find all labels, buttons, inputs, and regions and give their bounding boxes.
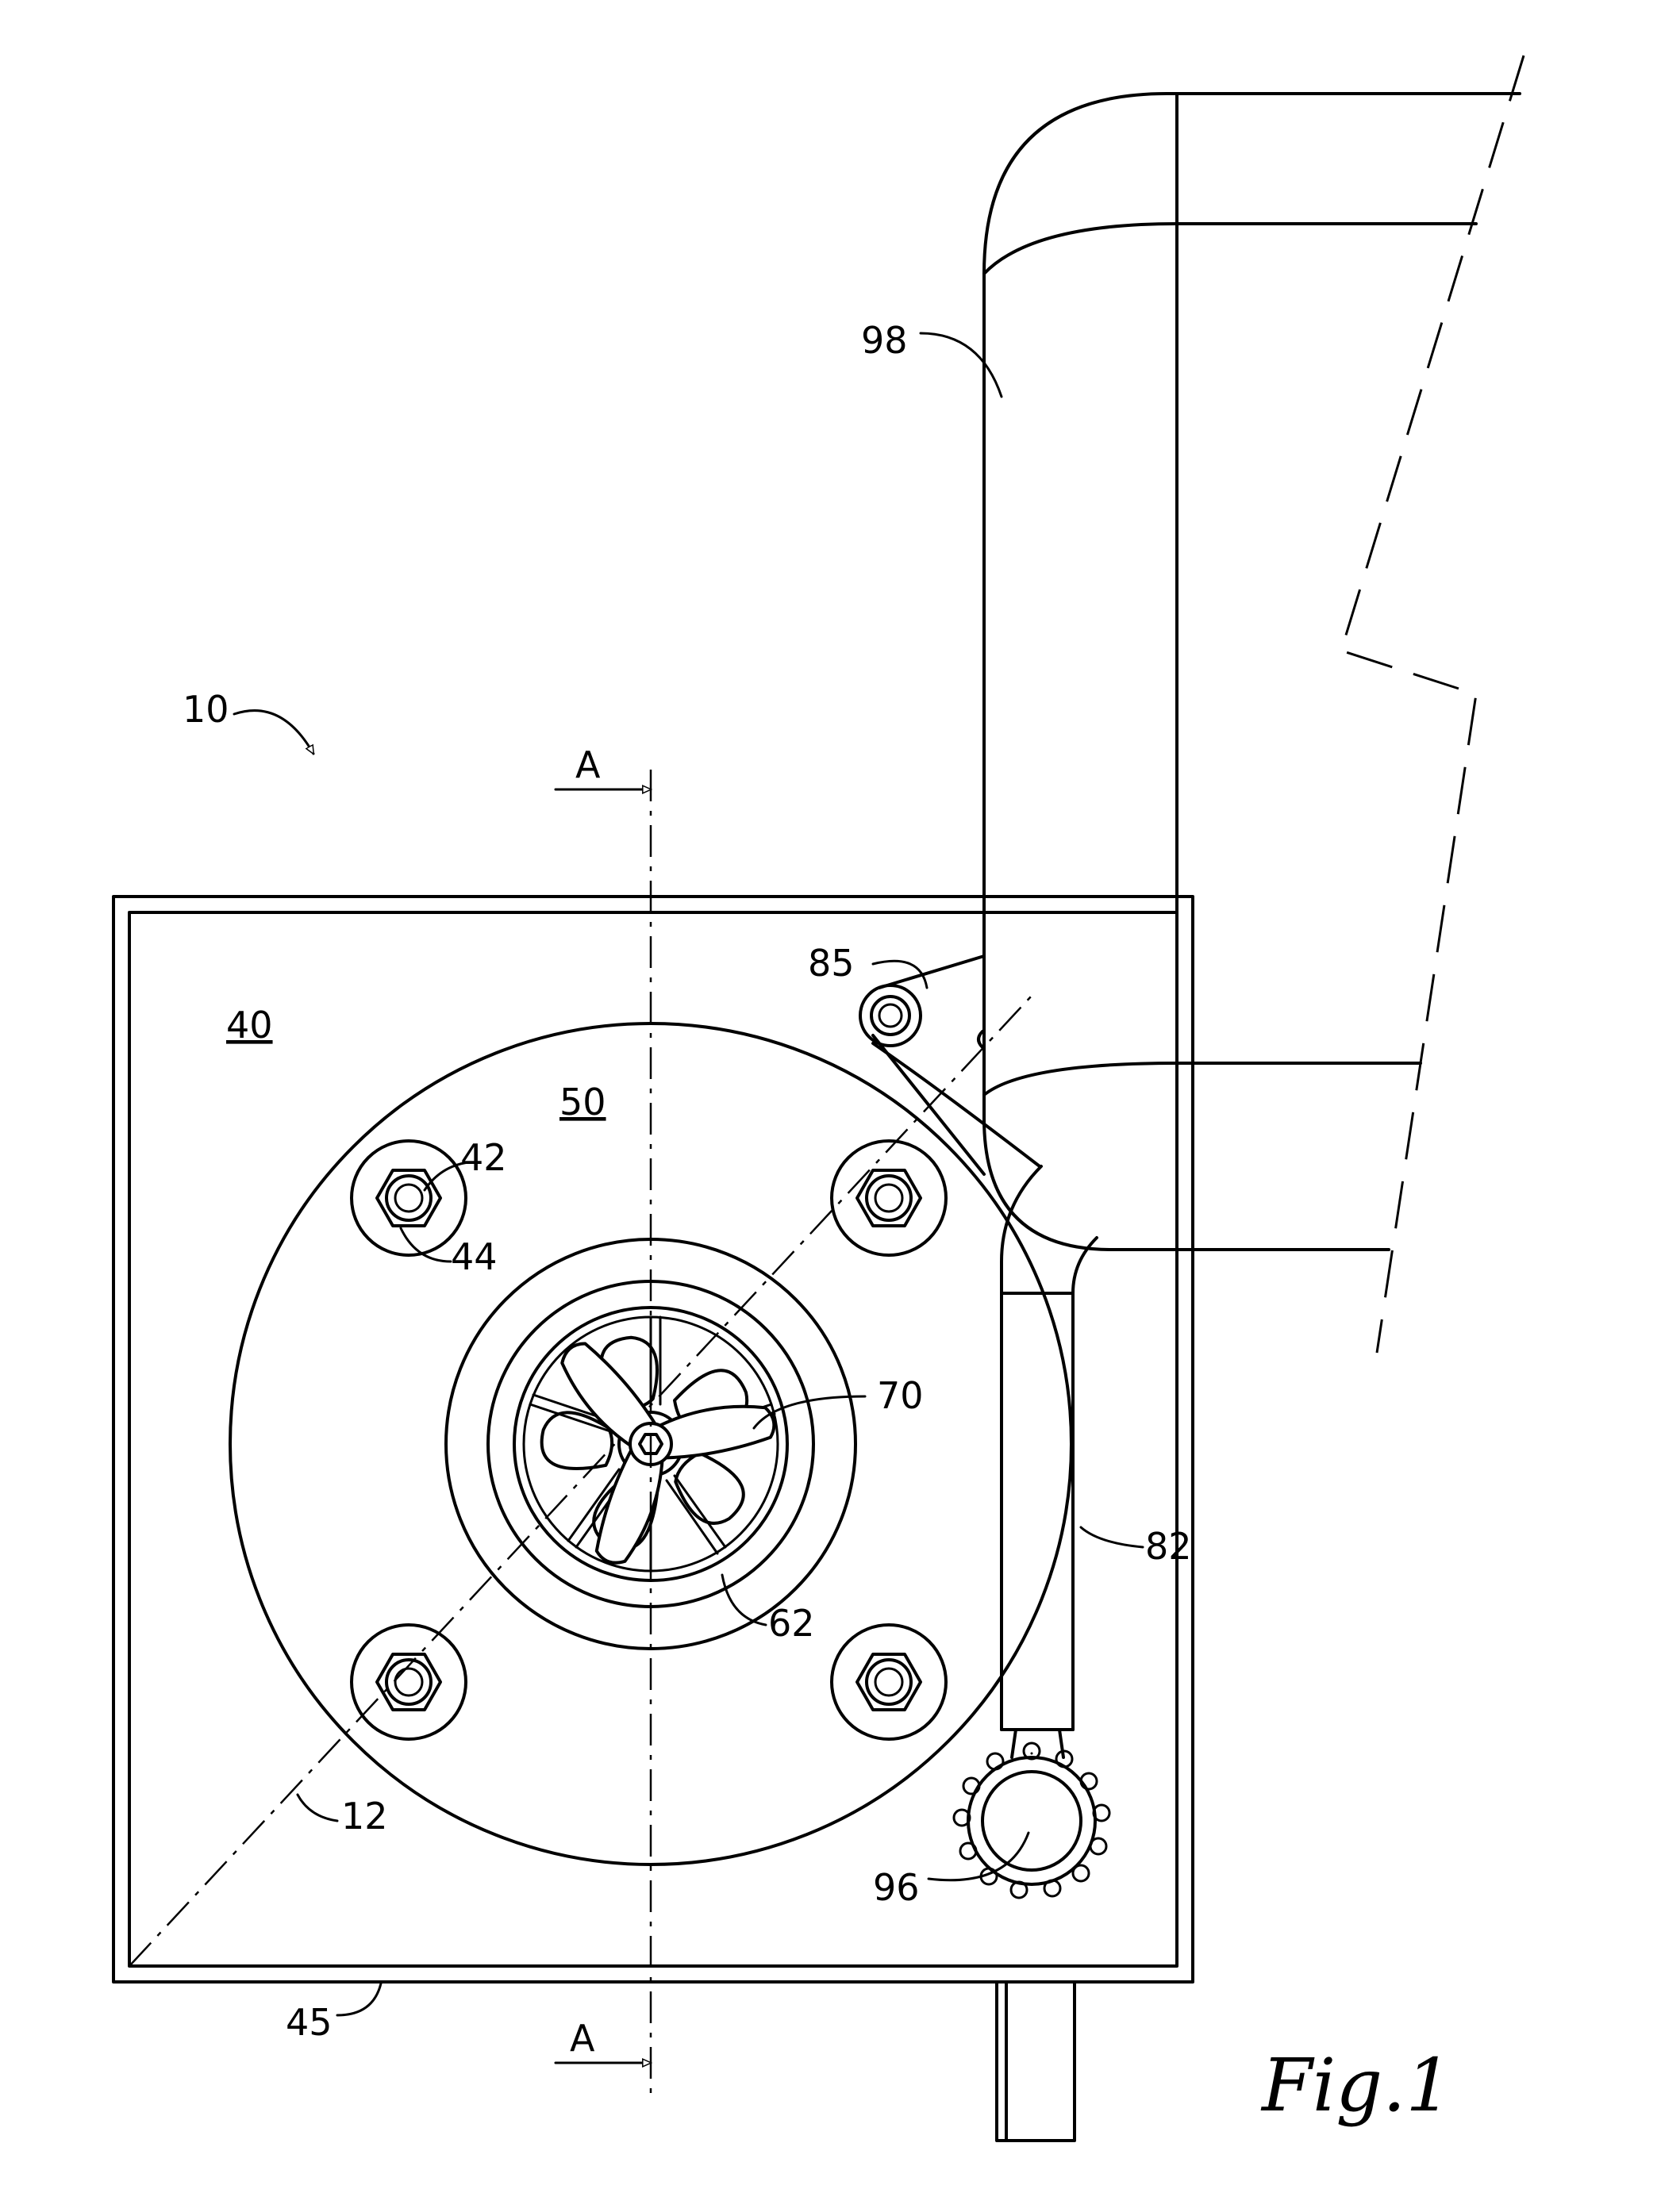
label-40: 40 xyxy=(226,1004,273,1046)
label-62: 62 xyxy=(768,1602,815,1645)
label-85: 85 xyxy=(808,942,855,985)
label-44: 44 xyxy=(451,1235,498,1278)
label-42: 42 xyxy=(460,1136,507,1179)
tank-98 xyxy=(982,55,1525,1354)
bracket-85 xyxy=(859,954,1041,1176)
bolt-top-right xyxy=(830,1139,948,1257)
rotor xyxy=(560,1342,776,1565)
knob-96 xyxy=(952,1742,1111,1899)
bolt-top-left xyxy=(350,1139,467,1257)
label-70: 70 xyxy=(877,1374,924,1417)
pipe-82 xyxy=(1000,1165,1098,1759)
reference-labels: 10 A A 98 85 40 50 42 44 70 82 62 12 96 … xyxy=(183,319,1452,2128)
label-96: 96 xyxy=(873,1866,920,1909)
label-section-top: A xyxy=(575,743,601,786)
label-98: 98 xyxy=(861,319,908,362)
label-45: 45 xyxy=(286,2001,333,2044)
leader-lines xyxy=(233,332,1144,2017)
label-section-bottom: A xyxy=(570,2017,595,2060)
base-plate xyxy=(112,895,1194,1984)
label-82: 82 xyxy=(1145,1525,1192,1568)
label-12: 12 xyxy=(341,1795,388,1838)
bolt-bottom-right xyxy=(830,1623,948,1741)
bolt-bottom-left xyxy=(350,1623,467,1741)
hub-inner-ring xyxy=(513,1306,789,1582)
label-50: 50 xyxy=(559,1081,606,1123)
figure-caption: Fig.1 xyxy=(1260,2043,1452,2128)
label-10: 10 xyxy=(183,688,229,731)
outlet-spout xyxy=(995,1980,1076,2142)
